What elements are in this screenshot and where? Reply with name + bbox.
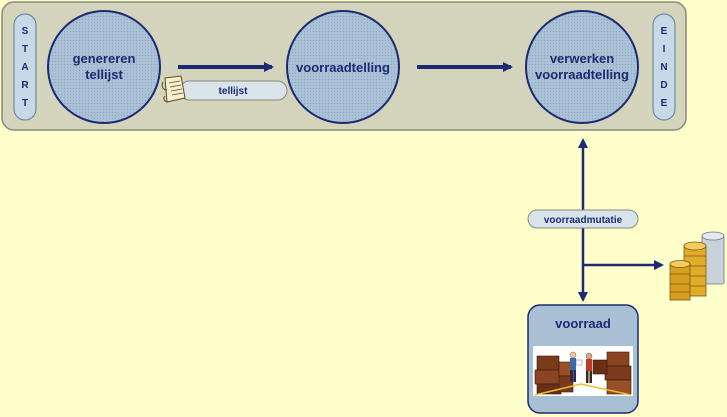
svg-text:voorraadmutatie: voorraadmutatie (544, 215, 623, 226)
start-letter: R (21, 80, 29, 91)
svg-text:tellijst: tellijst (219, 86, 249, 97)
warehouse-workers-icon (533, 346, 633, 396)
process-step-verwerken-voorraadtelling: verwerken voorraadtelling (525, 10, 639, 124)
process-step-genereren-tellijst: genereren tellijst (47, 10, 161, 124)
step-label: verwerken (550, 51, 614, 66)
end-letter: E (661, 98, 668, 109)
start-letter: T (22, 44, 28, 55)
start-letter: S (22, 26, 29, 37)
end-letter: N (660, 62, 667, 73)
step-label: voorraadtelling (296, 60, 390, 75)
step-label: genereren (73, 51, 136, 66)
flow-label-voorraadmutatie: voorraadmutatie (527, 209, 639, 229)
stock-store: voorraad (527, 304, 639, 414)
end-letter: I (663, 44, 666, 55)
document-scroll-icon (161, 75, 186, 103)
end-letter: D (660, 80, 667, 91)
end-marker: E I N D E (652, 13, 676, 121)
end-letter: E (661, 26, 668, 37)
start-letter: T (22, 98, 28, 109)
start-marker: S T A R T (13, 13, 37, 121)
step-label: tellijst (85, 67, 123, 82)
step-label: voorraadtelling (535, 67, 629, 82)
start-letter: A (21, 62, 28, 73)
coins-stack-icon (669, 231, 725, 301)
stock-store-title: voorraad (555, 316, 611, 331)
flow-label-tellijst: tellijst (179, 80, 288, 101)
process-step-voorraadtelling: voorraadtelling (286, 10, 400, 124)
